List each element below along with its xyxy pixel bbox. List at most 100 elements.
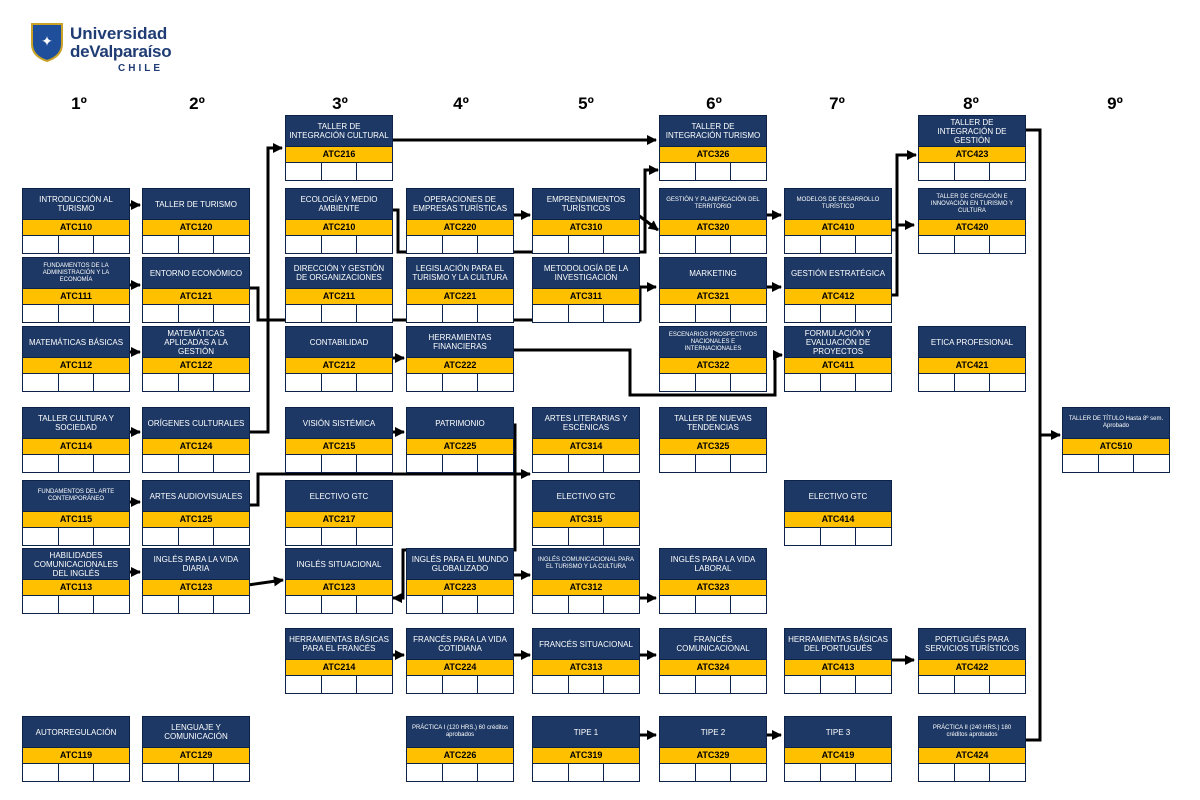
grade-box[interactable] <box>443 764 479 781</box>
grade-box[interactable] <box>286 676 322 693</box>
grade-box[interactable] <box>696 305 732 322</box>
grade-box[interactable] <box>143 305 179 322</box>
grade-box[interactable] <box>443 374 479 391</box>
grade-box[interactable] <box>23 764 59 781</box>
grade-box[interactable] <box>322 236 358 253</box>
grade-box[interactable] <box>569 676 605 693</box>
grade-box[interactable] <box>59 528 95 545</box>
grade-box[interactable] <box>407 455 443 472</box>
grade-box[interactable] <box>286 455 322 472</box>
grade-box[interactable] <box>731 236 766 253</box>
grade-box[interactable] <box>179 596 215 613</box>
grade-box[interactable] <box>660 764 696 781</box>
grade-box[interactable] <box>94 528 129 545</box>
grade-box[interactable] <box>731 374 766 391</box>
grade-box[interactable] <box>569 764 605 781</box>
grade-box[interactable] <box>143 596 179 613</box>
grade-box[interactable] <box>407 374 443 391</box>
grade-box[interactable] <box>533 764 569 781</box>
grade-box[interactable] <box>179 528 215 545</box>
grade-box[interactable] <box>731 455 766 472</box>
grade-box[interactable] <box>604 596 639 613</box>
grade-box[interactable] <box>59 374 95 391</box>
grade-box[interactable] <box>533 305 569 322</box>
grade-box[interactable] <box>478 236 513 253</box>
grade-box[interactable] <box>696 676 732 693</box>
grade-box[interactable] <box>357 374 392 391</box>
grade-box[interactable] <box>357 455 392 472</box>
grade-box[interactable] <box>821 374 857 391</box>
grade-box[interactable] <box>955 163 991 180</box>
grade-box[interactable] <box>322 305 358 322</box>
grade-box[interactable] <box>478 764 513 781</box>
grade-box[interactable] <box>821 305 857 322</box>
grade-box[interactable] <box>286 305 322 322</box>
grade-box[interactable] <box>286 236 322 253</box>
grade-box[interactable] <box>478 374 513 391</box>
grade-box[interactable] <box>919 374 955 391</box>
grade-box[interactable] <box>478 455 513 472</box>
grade-box[interactable] <box>990 374 1025 391</box>
grade-box[interactable] <box>919 163 955 180</box>
grade-box[interactable] <box>179 374 215 391</box>
grade-box[interactable] <box>214 596 249 613</box>
grade-box[interactable] <box>286 374 322 391</box>
grade-box[interactable] <box>322 676 358 693</box>
course-atc420[interactable]: TALLER DE CREACIÓN E INNOVACIÓN EN TURIS… <box>918 188 1026 254</box>
grade-box[interactable] <box>179 305 215 322</box>
grade-box[interactable] <box>143 455 179 472</box>
grade-box[interactable] <box>569 596 605 613</box>
grade-box[interactable] <box>357 676 392 693</box>
course-atc424[interactable]: PRÁCTICA II (240 HRS.) 180 créditos apro… <box>918 716 1026 782</box>
grade-box[interactable] <box>23 528 59 545</box>
grade-box[interactable] <box>443 596 479 613</box>
grade-box[interactable] <box>604 305 639 322</box>
grade-box[interactable] <box>990 163 1025 180</box>
grade-box[interactable] <box>731 764 766 781</box>
grade-box[interactable] <box>357 528 392 545</box>
grade-box[interactable] <box>856 764 891 781</box>
grade-box[interactable] <box>785 236 821 253</box>
grade-box[interactable] <box>407 676 443 693</box>
grade-box[interactable] <box>660 163 696 180</box>
grade-box[interactable] <box>731 596 766 613</box>
grade-box[interactable] <box>214 374 249 391</box>
grade-box[interactable] <box>604 236 639 253</box>
grade-box[interactable] <box>478 676 513 693</box>
grade-box[interactable] <box>286 596 322 613</box>
grade-box[interactable] <box>23 374 59 391</box>
course-atc312[interactable]: INGLÉS COMUNICACIONAL PARA EL TURISMO Y … <box>532 548 640 614</box>
course-atc221[interactable]: LEGISLACIÓN PARA EL TURISMO Y LA CULTURA… <box>406 257 514 323</box>
grade-box[interactable] <box>660 374 696 391</box>
grade-box[interactable] <box>94 596 129 613</box>
grade-box[interactable] <box>322 528 358 545</box>
grade-box[interactable] <box>214 236 249 253</box>
grade-box[interactable] <box>660 305 696 322</box>
grade-box[interactable] <box>322 596 358 613</box>
grade-box[interactable] <box>443 305 479 322</box>
grade-box[interactable] <box>94 455 129 472</box>
grade-box[interactable] <box>59 764 95 781</box>
grade-box[interactable] <box>357 596 392 613</box>
grade-box[interactable] <box>785 305 821 322</box>
